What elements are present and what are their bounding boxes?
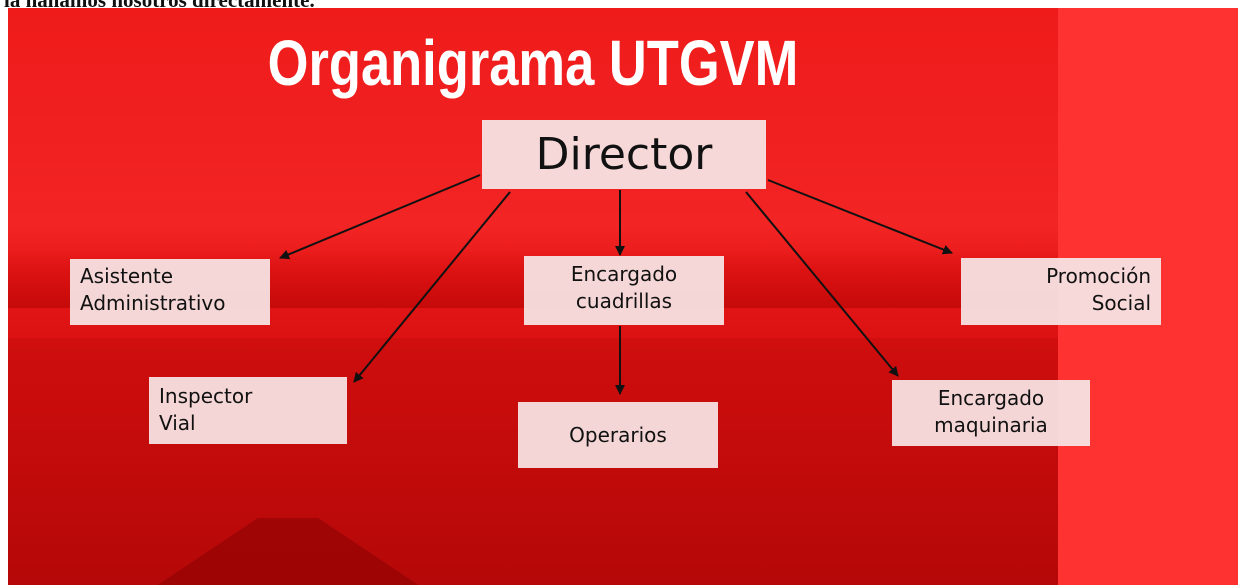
node-encargado-cuadrillas-line-2: cuadrillas [575, 289, 673, 313]
connector-arrows [279, 174, 953, 395]
slide-title: Organigrama UTGVM [267, 27, 799, 99]
node-encargado-cuadrillas-box: Encargado cuadrillas [524, 256, 724, 325]
node-promocion: Promoción Social [961, 258, 1161, 325]
node-inspector: Inspector Vial [149, 377, 347, 444]
node-promocion-line-1: Promoción [1046, 264, 1151, 288]
node-encargado-maquinaria-line-2: maquinaria [934, 413, 1048, 437]
arrow-director-encargado-maquinaria [745, 191, 899, 377]
node-director-line-1: Director [535, 129, 713, 180]
node-director: Director [482, 120, 766, 189]
node-inspector-line-2: Vial [159, 411, 196, 435]
arrow-director-promocion [767, 179, 953, 255]
node-operarios: Operarios [518, 402, 718, 468]
caption-fragment: la hallamos nosotros directamente. [4, 0, 315, 9]
node-asistente-line-2: Administrativo [80, 291, 226, 315]
node-asistente-line-1: Asistente [80, 264, 174, 288]
node-promocion-line-2: Social [1091, 291, 1151, 315]
slide: Organigrama UTGVM Director Asistente Adm… [8, 8, 1238, 585]
node-inspector-line-1: Inspector [159, 384, 253, 408]
node-encargado-cuadrillas-line-1: Encargado [570, 262, 678, 286]
node-operarios-line-1: Operarios [569, 423, 667, 447]
arrow-director-asistente [279, 174, 481, 260]
arrow-director-inspector [353, 191, 511, 383]
node-encargado-maquinaria: Encargado maquinaria [892, 380, 1090, 446]
node-asistente: Asistente Administrativo [70, 259, 270, 325]
node-encargado-maquinaria-line-1: Encargado [937, 386, 1045, 410]
